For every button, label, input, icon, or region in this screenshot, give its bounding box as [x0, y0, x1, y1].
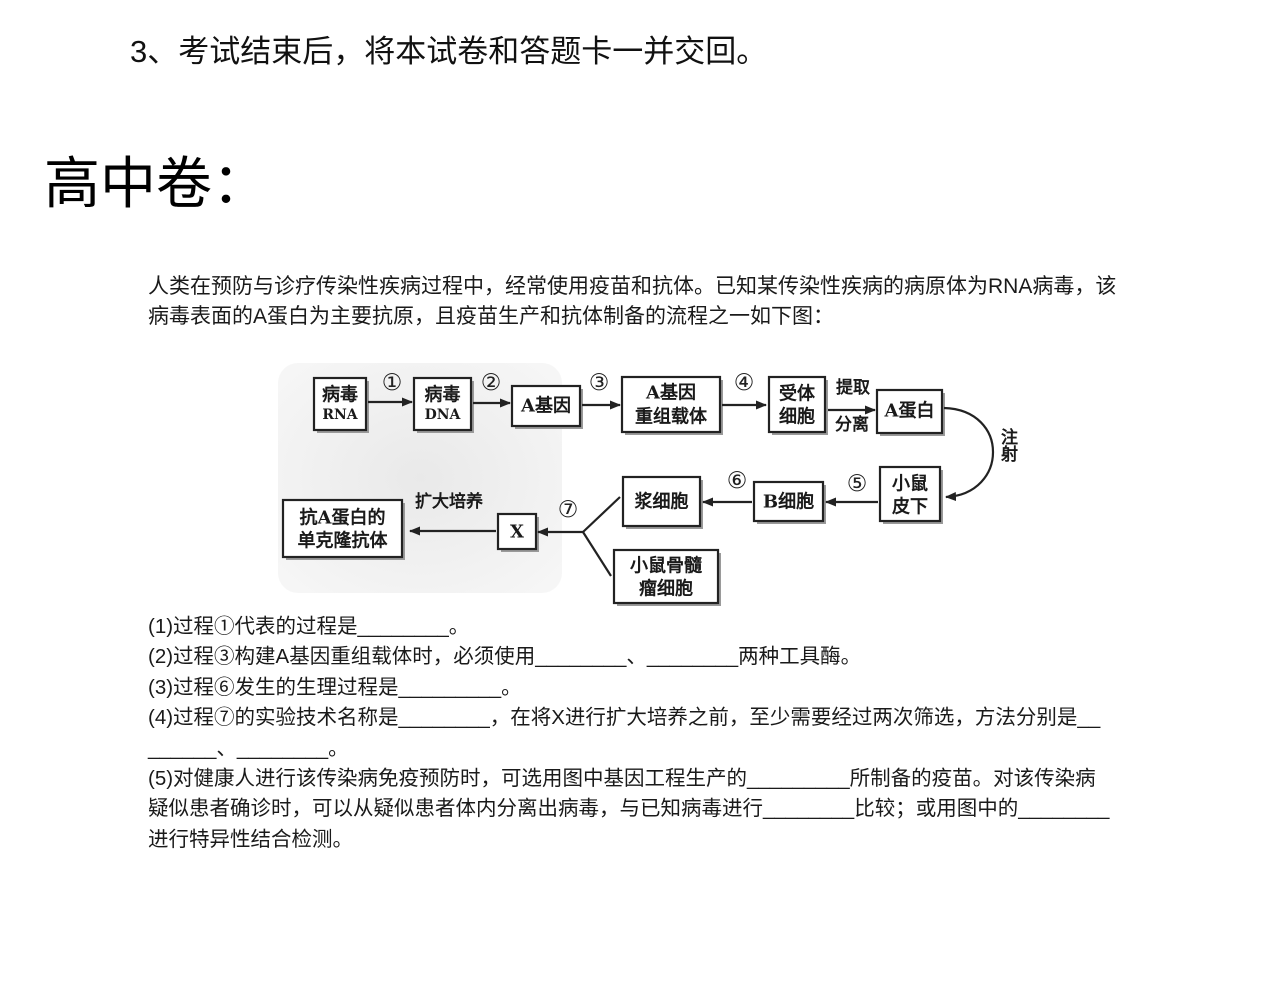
- step-label-3: ③: [589, 370, 610, 396]
- node-box: [412, 376, 473, 432]
- node-label-line: 小鼠骨髓: [630, 555, 703, 577]
- node-plasma-cell: 浆细胞: [621, 475, 703, 529]
- node-label-line: X: [510, 522, 524, 543]
- node-box: [767, 375, 827, 434]
- node-box: [281, 498, 404, 559]
- node-recipient-cell: 受体 细胞: [767, 375, 828, 435]
- edge-label-extract: 提取: [836, 378, 870, 398]
- node-box: [621, 475, 702, 528]
- node-label-line: 病毒: [322, 384, 358, 406]
- node-protein-a: A蛋白: [875, 388, 945, 436]
- node-virus-dna: 病毒 DNA: [412, 376, 474, 433]
- node-box: [752, 480, 825, 523]
- node-label-line: 重组载体: [635, 406, 708, 428]
- node-label-line: 浆细胞: [635, 491, 689, 513]
- intro-line: 病毒表面的A蛋白为主要抗原，且疫苗生产和抗体制备的流程之一如下图：: [148, 305, 835, 328]
- node-label-line: B细胞: [763, 491, 814, 513]
- node-label-line: 小鼠: [892, 473, 928, 495]
- node-box: [510, 384, 582, 428]
- vaccine-antibody-flow-diagram: 病毒 RNA 病毒 DNA A基因 A基因 重组载体 受体 细胞: [278, 363, 1019, 606]
- connector-myeloma-cell: [582, 531, 612, 577]
- connector-plasma-cell: [582, 496, 621, 533]
- edge-label-inject: 注射: [997, 427, 1019, 463]
- node-label-line: DNA: [425, 407, 462, 423]
- node-label-line: 单克隆抗体: [298, 530, 389, 552]
- node-box: [312, 376, 368, 432]
- node-label-line: 细胞: [779, 406, 815, 428]
- edge-label-separate: 分离: [835, 414, 869, 435]
- sub-question-line: (5)对健康人进行该传染病免疫预防时，可选用图中基因工程生产的_________…: [148, 767, 1096, 791]
- node-x: X: [496, 512, 539, 552]
- sub-question-line: (3)过程⑥发生的生理过程是_________。: [148, 675, 522, 699]
- step-label-6: ⑥: [727, 468, 748, 494]
- node-box: [612, 548, 720, 605]
- node-virus-rna: 病毒 RNA: [312, 376, 369, 433]
- sub-question-line: (1)过程①代表的过程是________。: [148, 615, 470, 638]
- sub-question-line: 疑似患者确诊时，可以从疑似患者体内分离出病毒，与已知病毒进行________比较…: [148, 797, 1110, 821]
- sub-question-line: ______、________。: [148, 736, 349, 760]
- node-monoclonal-antibody: 抗A蛋白的 单克隆抗体: [281, 498, 405, 560]
- step-label-1: ①: [382, 370, 403, 396]
- node-label-line: 受体: [779, 383, 816, 405]
- step-label-4: ④: [734, 370, 755, 396]
- edge-label-expand-culture: 扩大培养: [415, 491, 484, 512]
- node-label-line: 瘤细胞: [639, 578, 693, 600]
- intro-line: 人类在预防与诊疗传染性疾病过程中，经常使用疫苗和抗体。已知某传染性疾病的病原体为…: [148, 275, 1117, 298]
- step-label-5: ⑤: [847, 471, 868, 497]
- node-label-line: A基因: [645, 382, 696, 404]
- step-label-7: ⑦: [558, 497, 579, 523]
- node-box: [878, 465, 942, 523]
- section-heading: 高中卷：: [44, 152, 268, 215]
- node-label-line: A基因: [520, 395, 571, 417]
- question-intro: 人类在预防与诊疗传染性疾病过程中，经常使用疫苗和抗体。已知某传染性疾病的病原体为…: [148, 272, 1116, 332]
- node-myeloma-cell: 小鼠骨髓 瘤细胞: [612, 548, 721, 606]
- sub-question-line: (4)过程⑦的实验技术名称是________，在将X进行扩大培养之前，至少需要经…: [148, 706, 1101, 730]
- arrow-inject-curve: [943, 406, 994, 501]
- node-gene-a: A基因: [510, 384, 583, 429]
- instruction-item-3: 3、考试结束后，将本试卷和答题卡一并交回。: [130, 34, 768, 69]
- node-box: [496, 512, 538, 551]
- node-label-line: A蛋白: [884, 400, 935, 422]
- sub-questions: (1)过程①代表的过程是________。 (2)过程③构建A基因重组载体时，必…: [148, 612, 1109, 855]
- step-label-2: ②: [481, 370, 502, 396]
- node-box: [875, 388, 944, 435]
- sub-question-line: (2)过程③构建A基因重组载体时，必须使用________、________两种…: [148, 645, 862, 669]
- node-label-line: RNA: [322, 407, 358, 423]
- node-recombinant-vector: A基因 重组载体: [620, 375, 723, 435]
- node-label-line: 抗A蛋白的: [300, 507, 386, 529]
- node-box: [620, 375, 722, 434]
- sub-question-line: 进行特异性结合检测。: [148, 827, 353, 851]
- node-label-line: 皮下: [892, 496, 928, 518]
- node-mouse-subcutaneous: 小鼠 皮下: [878, 465, 943, 524]
- node-label-line: 病毒: [425, 384, 461, 406]
- node-b-cell: B细胞: [752, 480, 826, 524]
